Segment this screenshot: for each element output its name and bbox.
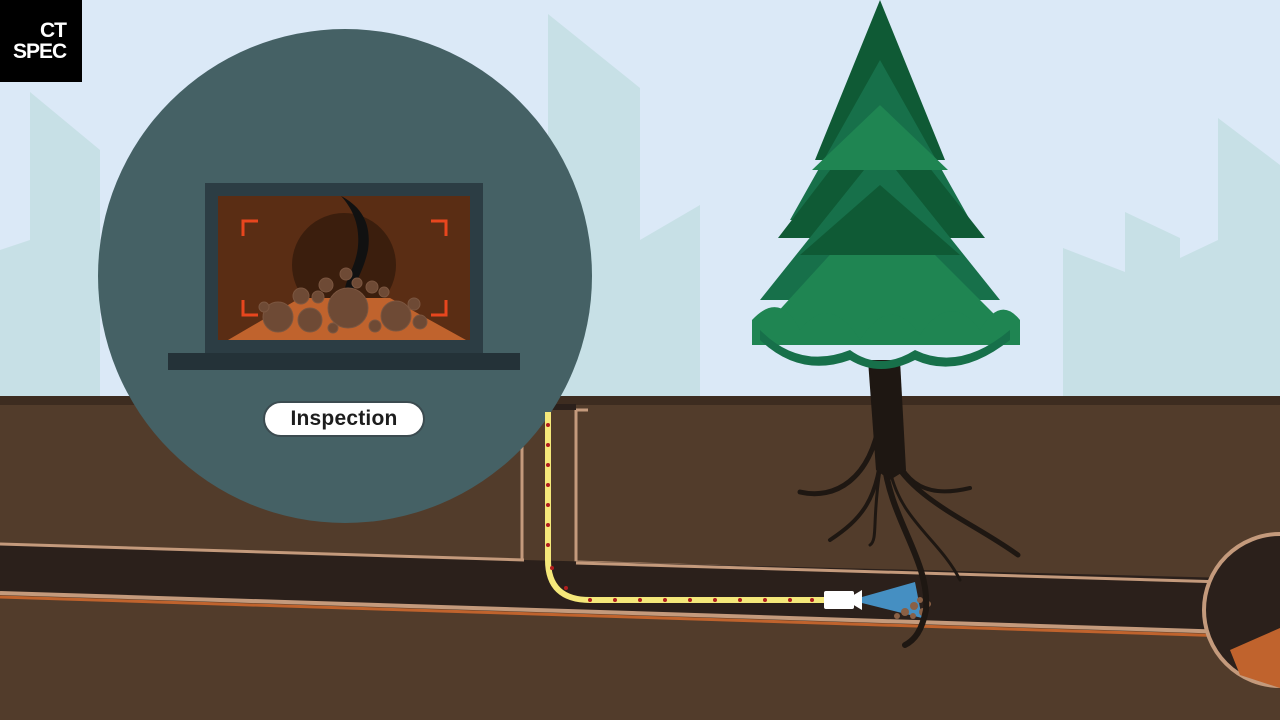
root-in-screen (341, 196, 369, 300)
pipe-bottom-stripe (0, 595, 1231, 638)
tree-trunk (868, 360, 906, 480)
tree-canopy (752, 0, 1020, 369)
ground-top-edge (0, 396, 1280, 405)
logo-line-1: CT (40, 19, 67, 42)
monitor (168, 183, 520, 370)
pipe-wall-bottom (0, 591, 1231, 634)
cable-dots (546, 423, 814, 602)
focus-bracket-icon (241, 219, 448, 317)
ctspec-logo: CT SPEC (0, 0, 82, 82)
logo-line-2: SPEC (13, 40, 67, 63)
inspection-label: Inspection (263, 401, 425, 437)
pipe-wall-top (0, 542, 525, 562)
pipe-wall-top-right (575, 561, 1226, 584)
inspection-label-text: Inspection (290, 407, 398, 430)
debris-in-screen (258, 267, 428, 334)
monitor-stand (168, 353, 520, 370)
manhole-junction (1202, 532, 1280, 688)
